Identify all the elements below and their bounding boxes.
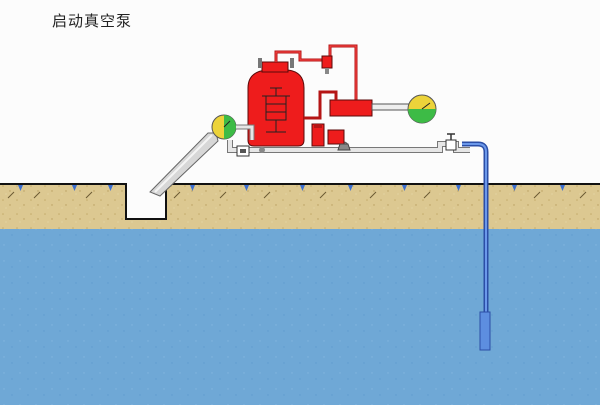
right-vacuum-gauge <box>407 94 437 124</box>
left-pressure-gauge <box>211 114 237 140</box>
water-separator <box>311 123 325 147</box>
ground-line <box>0 183 600 220</box>
red-connector-pipe <box>304 90 338 120</box>
pump-base <box>327 129 351 151</box>
diagram-title: 启动真空泵 <box>52 12 133 30</box>
horizontal-cylinder <box>329 99 413 117</box>
pipe-fitting-1 <box>259 147 265 153</box>
gauge-feed-pipe <box>236 124 255 140</box>
ground-hatching <box>18 185 565 191</box>
blue-pipe-nozzle <box>479 311 491 351</box>
check-valve-indicator <box>321 55 333 74</box>
soil-layer <box>0 184 600 229</box>
water-body <box>0 229 600 405</box>
vacuum-pump-body <box>247 58 305 147</box>
outlet-valve <box>445 133 457 151</box>
ground-hatch-lines <box>7 191 587 199</box>
